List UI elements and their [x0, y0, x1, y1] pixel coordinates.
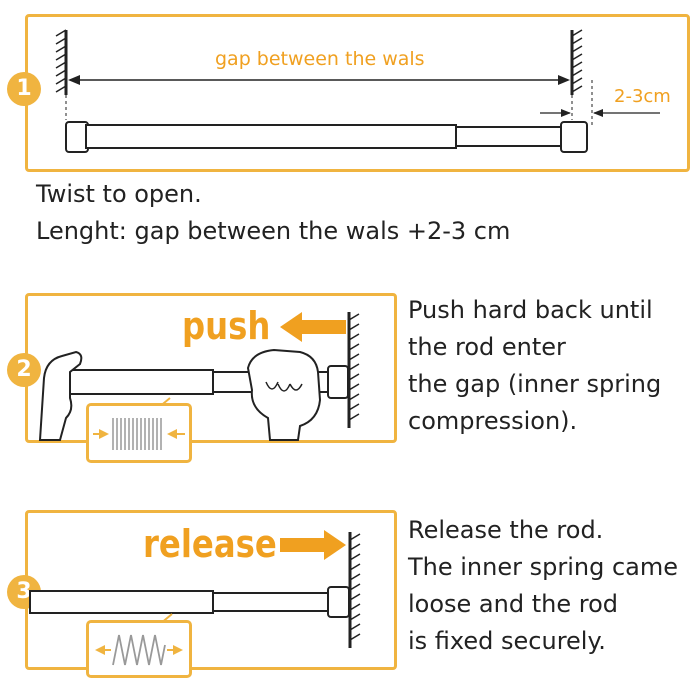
extra-length-label: 2-3cm [614, 86, 671, 107]
spring-released-inset [86, 620, 192, 678]
step2-caption-line: Push hard back until [408, 296, 653, 324]
step3-caption-line: loose and the rod [408, 590, 618, 618]
step3-caption: Release the rod. The inner spring came l… [408, 512, 678, 660]
step3-caption-line: The inner spring came [408, 553, 679, 581]
step1-caption-line: Lenght: gap between the wals +2-3 cm [36, 217, 511, 245]
step1-caption: Twist to open. Lenght: gap between the w… [36, 176, 510, 250]
release-label: release [143, 522, 277, 566]
step2-caption-line: the rod enter [408, 333, 566, 361]
step3-caption-line: is fixed securely. [408, 627, 606, 655]
released-spring-icon [95, 634, 183, 666]
step2-caption: Push hard back until the rod enter the g… [408, 292, 661, 440]
step2-caption-line: compression). [408, 407, 578, 435]
step2-caption-line: the gap (inner spring [408, 370, 662, 398]
gap-label: gap between the wals [215, 48, 425, 70]
step2-badge: 2 [7, 353, 41, 387]
step3-caption-line: Release the rod. [408, 516, 604, 544]
push-label: push [182, 304, 271, 348]
step1-caption-line: Twist to open. [36, 180, 202, 208]
spring-compressed-inset [86, 403, 192, 463]
compressed-spring-icon [93, 418, 185, 450]
step1-badge: 1 [7, 72, 41, 106]
